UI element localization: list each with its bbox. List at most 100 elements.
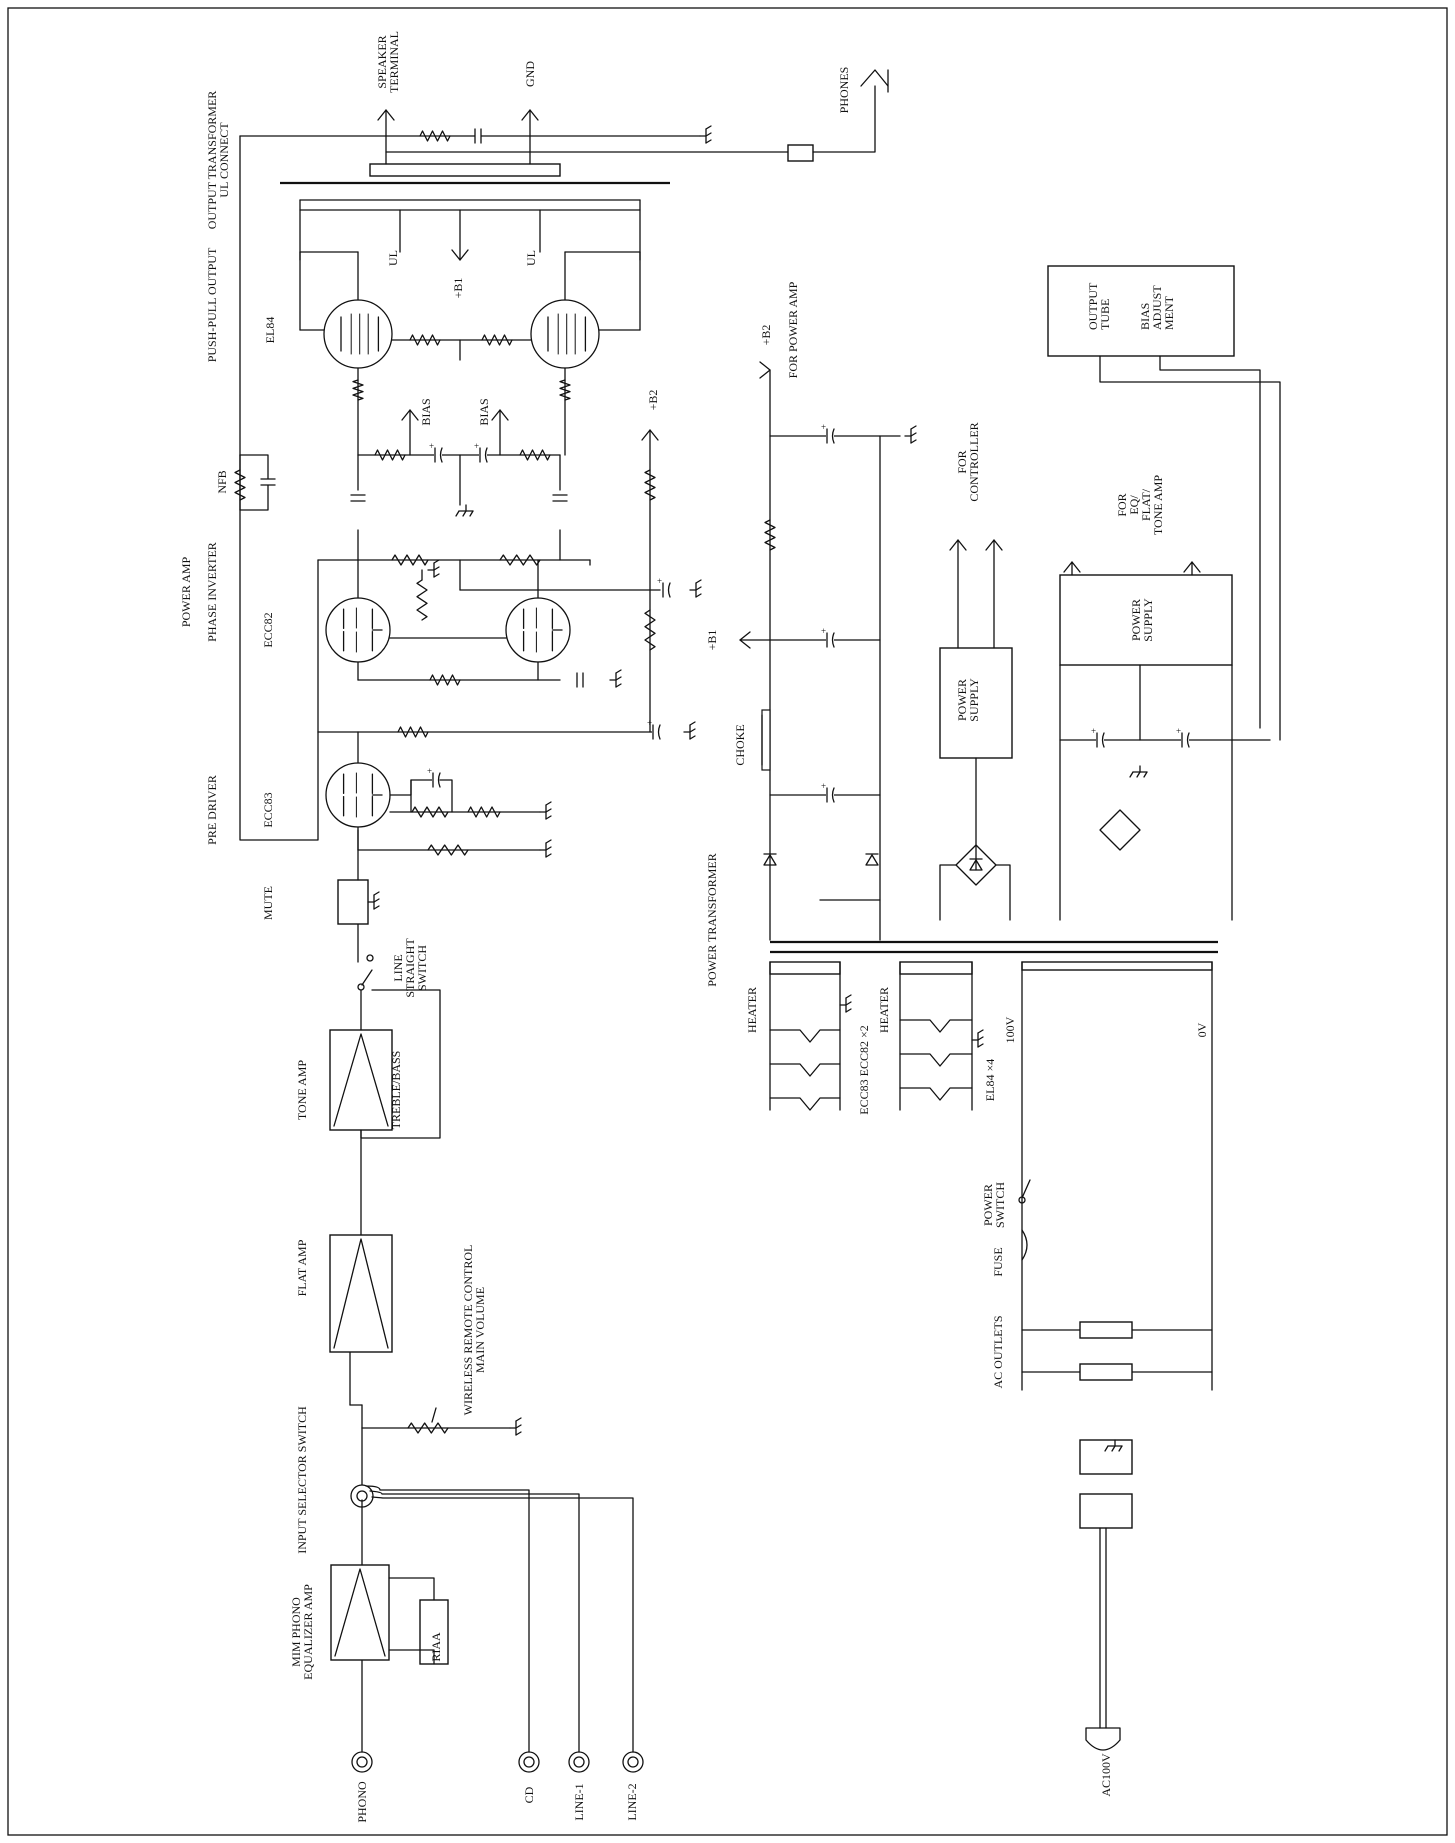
- plus-mark: +: [821, 781, 826, 791]
- label-input-selector: INPUT SELECTOR SWITCH: [295, 1406, 309, 1554]
- capacitor-gap: [652, 724, 660, 740]
- ground-icon: [433, 566, 440, 571]
- volume-wiper: [431, 1407, 437, 1423]
- label-lss-3: SWITCH: [415, 945, 429, 991]
- label-heater-1: HEATER: [745, 987, 759, 1033]
- label-bias-adjustment: BIAS ADJUST MENT: [1138, 285, 1176, 330]
- resistor-icon: [481, 334, 513, 346]
- ground-icon: [689, 735, 696, 740]
- label-volume: WIRELESS REMOTE CONTROL MAIN VOLUME: [461, 1245, 487, 1416]
- plus-mark: +: [657, 576, 662, 586]
- ground-icon: [545, 846, 552, 851]
- label-plus-b1-psu: +B1: [705, 630, 719, 651]
- ground-icon: [845, 1001, 852, 1006]
- label-for-eq-3: FLAT/: [1139, 488, 1153, 521]
- ground-icon: [1111, 1445, 1116, 1452]
- label-line1: LINE-1: [572, 1783, 586, 1820]
- arrow-icon: [491, 409, 509, 421]
- label-fuse: FUSE: [991, 1247, 1005, 1276]
- jack-icon: [518, 1751, 540, 1773]
- capacitor-icon: [667, 582, 671, 598]
- ground-icon: [515, 1431, 522, 1436]
- resistor-icon: [407, 1422, 449, 1434]
- capacitor-icon: [831, 787, 835, 803]
- arrow-icon: [521, 109, 539, 121]
- ground-icon: [545, 815, 552, 820]
- bridge-icon: [955, 844, 997, 886]
- capacitor-icon: [831, 632, 835, 648]
- label-ps1-1: POWER: [955, 679, 969, 721]
- resistor-icon: [397, 726, 429, 738]
- switch-contact: [357, 983, 365, 991]
- label-ul-right: UL: [524, 250, 538, 266]
- capacitor-icon: [1101, 732, 1105, 748]
- label-ps2-2: SUPPLY: [1141, 598, 1155, 642]
- plus-mark: +: [821, 422, 826, 432]
- heater-icon: [899, 1019, 973, 1033]
- switch-contact: [366, 954, 374, 962]
- bias-adjust-block: [1047, 265, 1235, 357]
- resistor-icon: [352, 379, 364, 401]
- diode-icon: [763, 854, 777, 866]
- label-tone-amp: TONE AMP: [295, 1060, 309, 1120]
- label-pre-driver: PRE DRIVER: [205, 775, 219, 845]
- tube-icon: [323, 299, 393, 369]
- plus-mark: +: [1091, 726, 1096, 736]
- label-ecc83: ECC83: [261, 792, 275, 827]
- bias-wire-2: [1159, 355, 1261, 729]
- label-0v: 0V: [1195, 1022, 1209, 1037]
- resistor-icon: [429, 674, 461, 686]
- resistor-icon: [391, 554, 429, 566]
- line-straight-bypass: [360, 989, 441, 1139]
- ground-icon: [705, 125, 712, 130]
- label-phono-eq-2: EQUALIZER AMP: [301, 1584, 315, 1680]
- heater-icon: [769, 1063, 841, 1077]
- ground-icon: [689, 728, 696, 733]
- resistor-icon: [427, 844, 469, 856]
- capacitor-icon: [437, 772, 441, 788]
- selector-icon: [356, 1490, 368, 1502]
- amp-triangle: [334, 1568, 386, 1657]
- capacitor-gap: [434, 447, 442, 463]
- label-power-switch-2: SWITCH: [993, 1182, 1007, 1228]
- power-switch-icon: [1021, 1179, 1031, 1199]
- ground-icon: [1118, 1445, 1123, 1452]
- capacitor-gap: [479, 447, 487, 463]
- line1-wire: [369, 1490, 580, 1753]
- label-for-eq-4: TONE AMP: [1151, 475, 1165, 535]
- power-supply-1-block: [939, 647, 1013, 759]
- ground-icon: [545, 808, 552, 813]
- label-100v: 100V: [1003, 1016, 1017, 1043]
- label-power-supply-1: POWER SUPPLY: [955, 678, 981, 722]
- label-for-eq: FOR EQ/ FLAT/ TONE AMP: [1115, 475, 1165, 535]
- heater-1-frame: [769, 961, 841, 975]
- plus-mark: +: [821, 626, 826, 636]
- bridge-in: [995, 864, 1011, 921]
- plug-icon: [1085, 1727, 1121, 1751]
- label-treble-bass: TREBLE/BASS: [389, 1051, 403, 1130]
- label-output-transformer-2: UL CONNECT: [217, 122, 231, 198]
- nfb-wire: [239, 454, 319, 841]
- label-plus-b1-top: +B1: [451, 278, 465, 299]
- label-ps2-1: POWER: [1129, 599, 1143, 641]
- resistor-icon: [234, 469, 246, 501]
- diode-icon: [969, 859, 983, 871]
- plus-mark: +: [429, 441, 434, 451]
- schematic: ++++++++++: [234, 69, 1281, 1773]
- resistor-icon: [644, 609, 656, 651]
- ground-icon: [1136, 771, 1141, 778]
- capacitor-icon: [484, 447, 488, 463]
- label-speaker-terminal-1: SPEAKER: [375, 35, 389, 88]
- resistor-icon: [416, 579, 428, 621]
- phones-res: [787, 144, 814, 162]
- capacitor-gap: [1181, 732, 1189, 748]
- plus-mark: +: [1176, 726, 1181, 736]
- label-gnd: GND: [523, 61, 537, 87]
- capacitor-gap: [826, 632, 834, 648]
- ground-icon: [977, 1029, 984, 1034]
- arrow-icon: [641, 429, 659, 441]
- label-ac100v: AC100V: [1099, 1753, 1113, 1797]
- plus-mark: +: [427, 766, 432, 776]
- mains-plug: [1079, 1493, 1133, 1529]
